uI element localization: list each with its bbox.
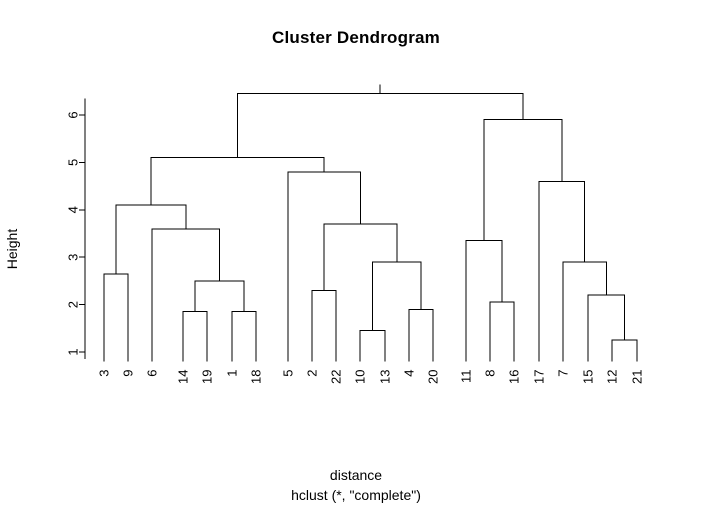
x-axis-label-distance: distance: [329, 467, 383, 483]
leaf-label-17: 17: [532, 369, 547, 383]
y-tick-label: 2: [66, 301, 81, 308]
leaf-label-6: 6: [145, 369, 160, 376]
dendrogram-branch: [587, 294, 625, 362]
leaf-label-14: 14: [176, 369, 191, 383]
leaf-label-2: 2: [305, 369, 320, 376]
dendrogram-branch: [483, 119, 563, 241]
dendrogram-branch: [465, 240, 503, 362]
leaf-label-18: 18: [249, 369, 264, 383]
y-tick-label: 6: [66, 111, 81, 118]
leaf-label-22: 22: [329, 369, 344, 383]
leaf-label-4: 4: [402, 369, 417, 376]
leaf-label-15: 15: [581, 369, 596, 383]
dendrogram-branches: [103, 84, 638, 362]
dendrogram-branch: [538, 180, 586, 362]
leaf-label-7: 7: [556, 369, 571, 376]
dendrogram-branch: [237, 93, 524, 158]
dendrogram-branch: [323, 223, 398, 291]
dendrogram-branch: [151, 228, 220, 362]
x-axis-label-method: hclust (*, "complete"): [291, 487, 421, 503]
dendrogram-branch: [489, 301, 515, 362]
leaf-label-19: 19: [200, 369, 215, 383]
leaf-label-9: 9: [121, 369, 136, 376]
dendrogram-branch: [103, 273, 129, 362]
y-tick-label: 1: [66, 348, 81, 355]
page-title: Cluster Dendrogram: [272, 28, 440, 47]
leaf-label-11: 11: [459, 369, 474, 383]
dendrogram-branch: [359, 330, 386, 362]
leaf-label-1: 1: [225, 369, 240, 376]
y-tick-label: 3: [66, 254, 81, 261]
dendrogram-branch: [231, 311, 257, 362]
leaf-label-21: 21: [630, 369, 645, 383]
dendrogram-branch: [562, 261, 607, 362]
leaf-label-5: 5: [281, 369, 296, 376]
dendrogram-branch: [150, 157, 325, 206]
dendrogram-branch: [182, 311, 208, 362]
dendrogram-branch: [372, 261, 422, 331]
y-tick-label: 4: [66, 206, 81, 213]
y-axis: 1 2 3 4 5 6: [66, 98, 86, 360]
leaf-label-16: 16: [507, 369, 522, 383]
dendrogram-branch: [194, 280, 245, 312]
leaf-label-10: 10: [353, 369, 368, 383]
dendrogram-branch: [611, 339, 638, 362]
y-tick-label: 5: [66, 159, 81, 166]
leaf-label-3: 3: [97, 369, 112, 376]
dendrogram-branch: [311, 289, 337, 362]
dendrogram-branch: [115, 204, 187, 274]
leaf-label-12: 12: [605, 369, 620, 383]
leaf-label-13: 13: [378, 369, 393, 383]
dendrogram-branch: [408, 308, 434, 362]
leaf-label-8: 8: [483, 369, 498, 376]
leaf-label-20: 20: [426, 369, 441, 383]
